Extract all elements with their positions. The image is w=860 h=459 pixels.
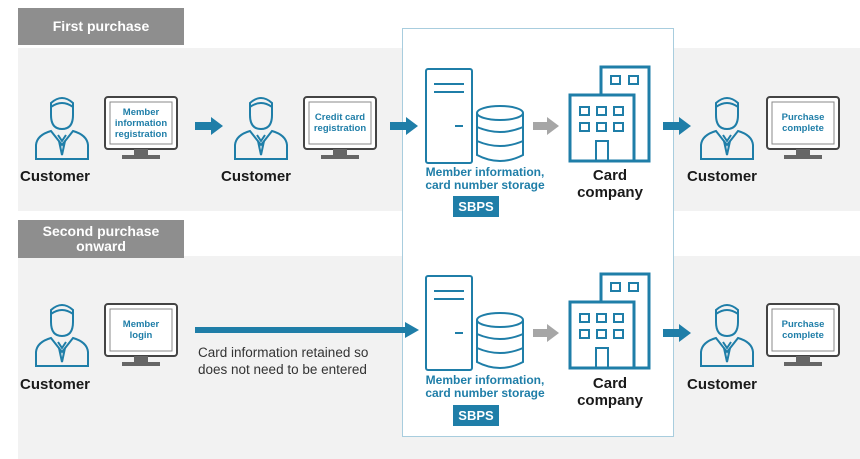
monitor-line: registration — [114, 128, 168, 140]
sbps-badge: SBPS — [453, 196, 499, 217]
monitor-line: Member — [122, 106, 160, 118]
storage-line1: Member information, — [425, 373, 545, 387]
monitor-text-member-login: Member login — [110, 309, 172, 351]
storage-line2: card number storage — [425, 386, 545, 400]
person-icon — [234, 97, 288, 160]
server-icon — [425, 275, 473, 371]
note-line1: Card information retained so — [198, 345, 369, 360]
monitor-line: complete — [782, 123, 824, 134]
arrow-right-icon — [533, 117, 559, 135]
card-company-line2: company — [577, 392, 643, 409]
sbps-badge: SBPS — [453, 405, 499, 426]
person-icon — [700, 97, 754, 160]
monitor-icon — [766, 303, 840, 366]
customer-label: Customer — [687, 168, 758, 185]
arrow-right-icon — [195, 322, 419, 338]
card-company-line2: company — [577, 184, 643, 201]
monitor-line: Credit card — [314, 112, 366, 123]
monitor-line: complete — [782, 330, 824, 341]
card-company-label: Card company — [565, 375, 655, 409]
monitor-line: information — [114, 117, 168, 129]
second-purchase-tag-line2: onward — [76, 238, 126, 254]
storage-line1: Member information, — [425, 165, 545, 179]
card-retained-note: Card information retained so does not ne… — [198, 344, 368, 378]
monitor-line: Purchase — [781, 112, 825, 123]
building-icon — [568, 272, 651, 370]
customer-label: Customer — [20, 376, 91, 393]
arrow-right-icon — [390, 117, 418, 135]
arrow-right-icon — [533, 324, 559, 342]
monitor-line: registration — [313, 123, 367, 134]
person-icon — [700, 304, 754, 367]
monitor-text-member-registration: Member information registration — [110, 102, 172, 144]
monitor-icon — [303, 96, 377, 159]
customer-label: Customer — [687, 376, 758, 393]
second-purchase-tag: Second purchase onward — [18, 220, 184, 258]
storage-label: Member information, card number storage — [410, 166, 560, 192]
monitor-line: Member — [122, 319, 160, 330]
card-company-label: Card company — [565, 167, 655, 201]
monitor-text-credit-card: Credit card registration — [309, 102, 371, 144]
storage-line2: card number storage — [425, 178, 545, 192]
second-purchase-tag-line1: Second purchase — [42, 223, 160, 239]
database-icon — [476, 105, 524, 162]
building-icon — [568, 65, 651, 163]
monitor-icon — [104, 303, 178, 366]
note-line2: does not need to be entered — [198, 362, 367, 377]
monitor-line: Purchase — [781, 319, 825, 330]
monitor-text-purchase-complete: Purchase complete — [772, 102, 834, 144]
arrow-right-icon — [663, 324, 691, 342]
card-company-line1: Card — [592, 167, 628, 184]
first-purchase-tag: First purchase — [18, 8, 184, 45]
monitor-icon — [766, 96, 840, 159]
person-icon — [35, 97, 89, 160]
arrow-right-icon — [663, 117, 691, 135]
server-icon — [425, 68, 473, 164]
customer-label: Customer — [20, 168, 91, 185]
monitor-line: login — [129, 330, 153, 341]
person-icon — [35, 304, 89, 367]
card-company-line1: Card — [592, 375, 628, 392]
customer-label: Customer — [221, 168, 292, 185]
arrow-right-icon — [195, 117, 223, 135]
monitor-text-purchase-complete: Purchase complete — [772, 309, 834, 351]
monitor-icon — [104, 96, 178, 159]
database-icon — [476, 312, 524, 369]
storage-label: Member information, card number storage — [410, 374, 560, 400]
